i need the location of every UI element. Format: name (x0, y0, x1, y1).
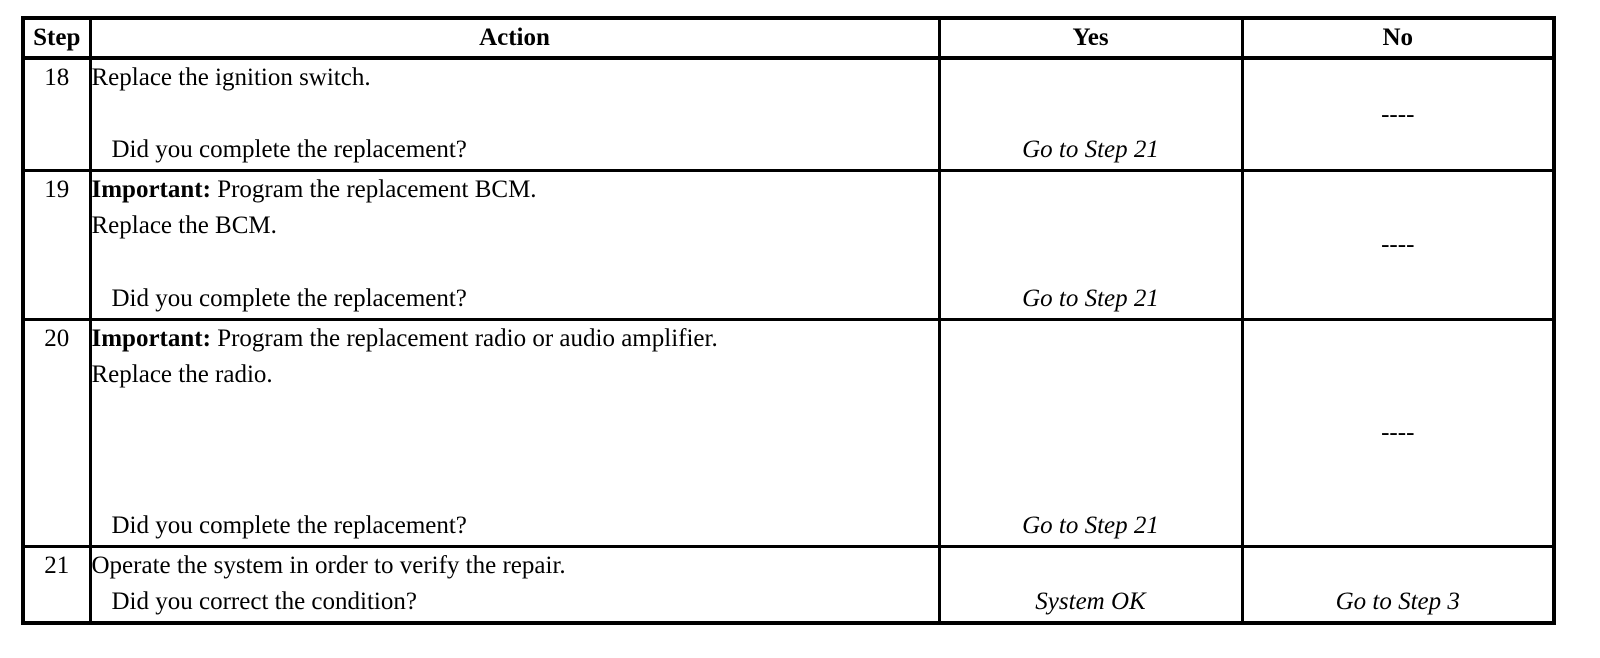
step-number: 19 (21, 169, 92, 321)
no-result: Go to Step 3 (1335, 588, 1460, 615)
yes-cell: Go to Step 21 (937, 56, 1244, 172)
yes-result: Go to Step 21 (1022, 136, 1159, 163)
no-result: ---- (1240, 318, 1556, 548)
yes-result: Go to Step 21 (1022, 512, 1159, 539)
action-cell: Important: Program the replacement radio… (88, 318, 941, 548)
step-number: 18 (21, 56, 92, 172)
action-question: Did you correct the condition? (111, 588, 417, 615)
yes-result: Go to Step 21 (1022, 285, 1159, 312)
table-row: 19 Important: Program the replacement BC… (21, 169, 1556, 321)
yes-cell: Go to Step 21 (937, 169, 1244, 321)
yes-cell: Go to Step 21 (937, 318, 1244, 548)
action-text: Replace the BCM. (91, 212, 277, 239)
table-row: 21 Operate the system in order to verify… (21, 545, 1556, 625)
important-note: Important: Program the replacement BCM. (92, 172, 938, 208)
important-note: Important: Program the replacement radio… (92, 321, 938, 357)
no-cell: Go to Step 3 (1240, 545, 1556, 625)
action-question: Did you complete the replacement? (111, 285, 467, 312)
diagnostic-table: Step Action Yes No 18 Replace the igniti… (21, 16, 1556, 625)
action-text: Replace the ignition switch. (91, 64, 371, 91)
action-cell: Operate the system in order to verify th… (88, 545, 941, 625)
table-row: 20 Important: Program the replacement ra… (21, 318, 1556, 548)
important-label: Important: (91, 325, 211, 352)
no-result: ---- (1240, 56, 1556, 172)
header-action: Action (88, 16, 941, 60)
important-text: Program the replacement BCM. (210, 176, 537, 203)
header-no: No (1240, 16, 1556, 60)
action-text: Operate the system in order to verify th… (91, 552, 566, 579)
action-cell: Important: Program the replacement BCM. … (88, 169, 941, 321)
header-yes: Yes (937, 16, 1244, 60)
header-step: Step (21, 16, 92, 60)
yes-result: System OK (1035, 588, 1146, 615)
no-result: ---- (1240, 169, 1556, 321)
yes-cell: System OK (937, 545, 1244, 625)
action-text: Replace the radio. (91, 361, 273, 388)
step-number: 20 (21, 318, 92, 548)
important-label: Important: (91, 176, 211, 203)
action-cell: Replace the ignition switch. Did you com… (88, 56, 941, 172)
action-question: Did you complete the replacement? (111, 512, 467, 539)
step-number: 21 (21, 545, 92, 625)
header-row: Step Action Yes No (21, 16, 1556, 60)
action-question: Did you complete the replacement? (111, 136, 467, 163)
table-row: 18 Replace the ignition switch. Did you … (21, 56, 1556, 172)
important-text: Program the replacement radio or audio a… (210, 325, 718, 352)
